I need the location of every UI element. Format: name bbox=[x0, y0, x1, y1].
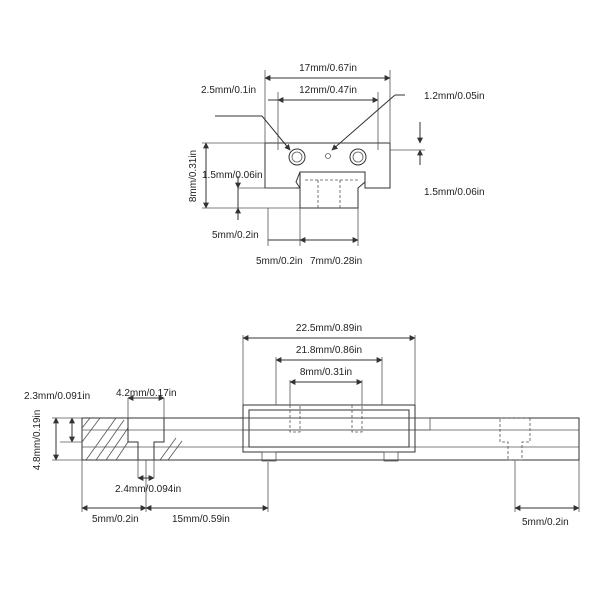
label-rail-gap-left: 1.5mm/0.06in bbox=[202, 170, 263, 181]
screw-right bbox=[351, 405, 363, 433]
label-total-width: 17mm/0.67in bbox=[299, 63, 357, 74]
top-view: 17mm/0.67in 12mm/0.47in 2.5mm/0.1in 1.2m… bbox=[188, 63, 485, 267]
label-hole-spacing: 12mm/0.47in bbox=[299, 85, 357, 96]
label-hole-dia: 2.4mm/0.094in bbox=[115, 484, 181, 495]
block-end-outline bbox=[264, 142, 391, 189]
mounting-hole-right bbox=[349, 148, 367, 166]
rail-section-hatch bbox=[81, 417, 183, 461]
label-total-height: 8mm/0.31in bbox=[188, 150, 199, 202]
label-screw-spacing: 8mm/0.31in bbox=[300, 367, 352, 378]
label-rail-end-left: 5mm/0.2in bbox=[92, 514, 139, 525]
rail-hole-right bbox=[499, 417, 531, 461]
counterbore-hole-left bbox=[127, 417, 165, 461]
label-block-length: 22.5mm/0.89in bbox=[296, 323, 362, 334]
label-rail-height: 5mm/0.2in bbox=[212, 230, 259, 241]
screw-left bbox=[289, 405, 301, 433]
label-grease-hole: 1.2mm/0.05in bbox=[424, 91, 485, 102]
carriage-block bbox=[242, 404, 416, 453]
rail-end-profile bbox=[295, 171, 366, 209]
label-rail-end-right: 5mm/0.2in bbox=[522, 517, 569, 528]
label-rail-gap-right: 1.5mm/0.06in bbox=[424, 187, 485, 198]
label-hole-pitch: 15mm/0.59in bbox=[172, 514, 230, 525]
label-rail-width-in: 5mm/0.2in bbox=[256, 256, 303, 267]
label-counterbore-depth: 2.3mm/0.091in bbox=[24, 391, 90, 402]
label-rail-width-mm: 7mm/0.28in bbox=[310, 256, 362, 267]
block-foot-left bbox=[261, 451, 277, 462]
label-hole-diameter: 2.5mm/0.1in bbox=[201, 85, 256, 96]
side-view: 22.5mm/0.89in 21.8mm/0.86in 8mm/0.31in 2… bbox=[24, 323, 580, 528]
rail-body bbox=[81, 417, 580, 461]
label-block-inner: 21.8mm/0.86in bbox=[296, 345, 362, 356]
grease-hole bbox=[325, 153, 331, 159]
mounting-hole-left bbox=[288, 148, 306, 166]
block-foot-right bbox=[383, 451, 399, 462]
label-counterbore-dia: 4.2mm/0.17in bbox=[116, 388, 177, 399]
label-rail-height: 4.8mm/0.19in bbox=[32, 410, 43, 471]
